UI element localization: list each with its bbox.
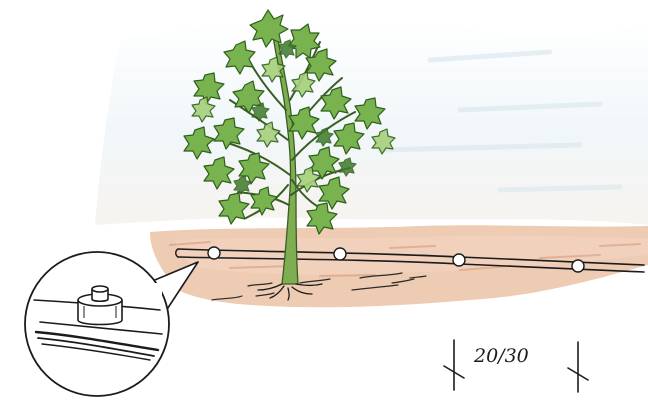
spacing-label: 20/30 [473, 345, 529, 367]
